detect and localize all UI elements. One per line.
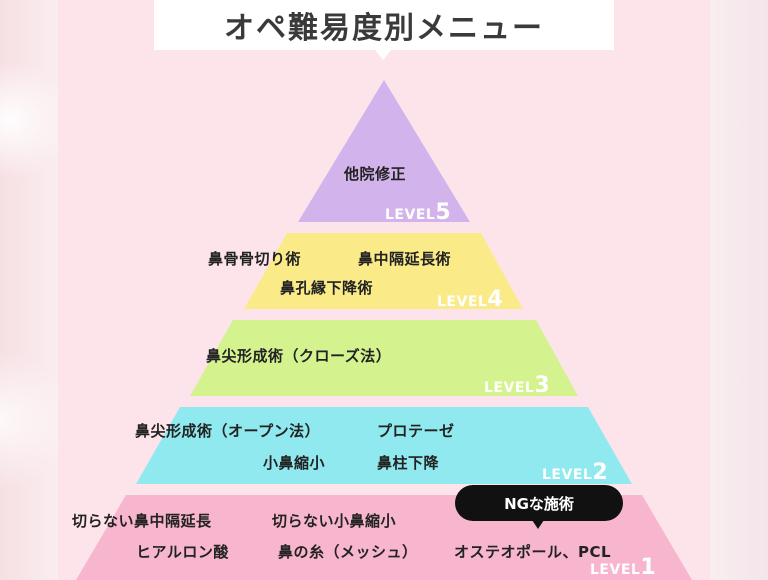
- page-title: オペ難易度別メニュー: [224, 11, 544, 46]
- ng-procedure-badge: NGな施術: [455, 485, 623, 521]
- level-label-2: LEVEL2: [542, 460, 609, 485]
- level-label-1: LEVEL1: [590, 555, 657, 580]
- procedure-item: 鼻の糸（メッシュ）: [278, 543, 418, 561]
- procedure-item: 鼻尖形成術（オープン法）: [135, 422, 321, 440]
- procedure-item: プロテーゼ: [377, 422, 455, 440]
- procedure-item: オステオポール、PCL: [454, 543, 612, 561]
- procedure-item: 鼻尖形成術（クローズ法）: [206, 347, 392, 365]
- procedure-item: 切らない小鼻縮小: [272, 512, 397, 530]
- procedure-item: 鼻中隔延長術: [358, 250, 452, 268]
- procedure-item: 小鼻縮小: [263, 454, 326, 472]
- procedure-item: 鼻骨骨切り術: [208, 250, 302, 268]
- procedure-item: 他院修正: [344, 165, 407, 183]
- title-banner: オペ難易度別メニュー: [154, 0, 614, 50]
- title-pointer: [375, 50, 391, 60]
- level-label-3: LEVEL3: [484, 373, 551, 398]
- level-label-5: LEVEL5: [385, 200, 452, 225]
- procedure-item: 鼻孔縁下降術: [280, 279, 374, 297]
- ng-badge-label: NGな施術: [504, 494, 574, 513]
- procedure-item: 鼻柱下降: [377, 454, 440, 472]
- procedure-item: ヒアルロン酸: [136, 543, 229, 561]
- procedure-item: 切らない鼻中隔延長: [72, 512, 212, 530]
- ng-badge-pointer: [532, 520, 544, 529]
- level-label-4: LEVEL4: [437, 287, 504, 312]
